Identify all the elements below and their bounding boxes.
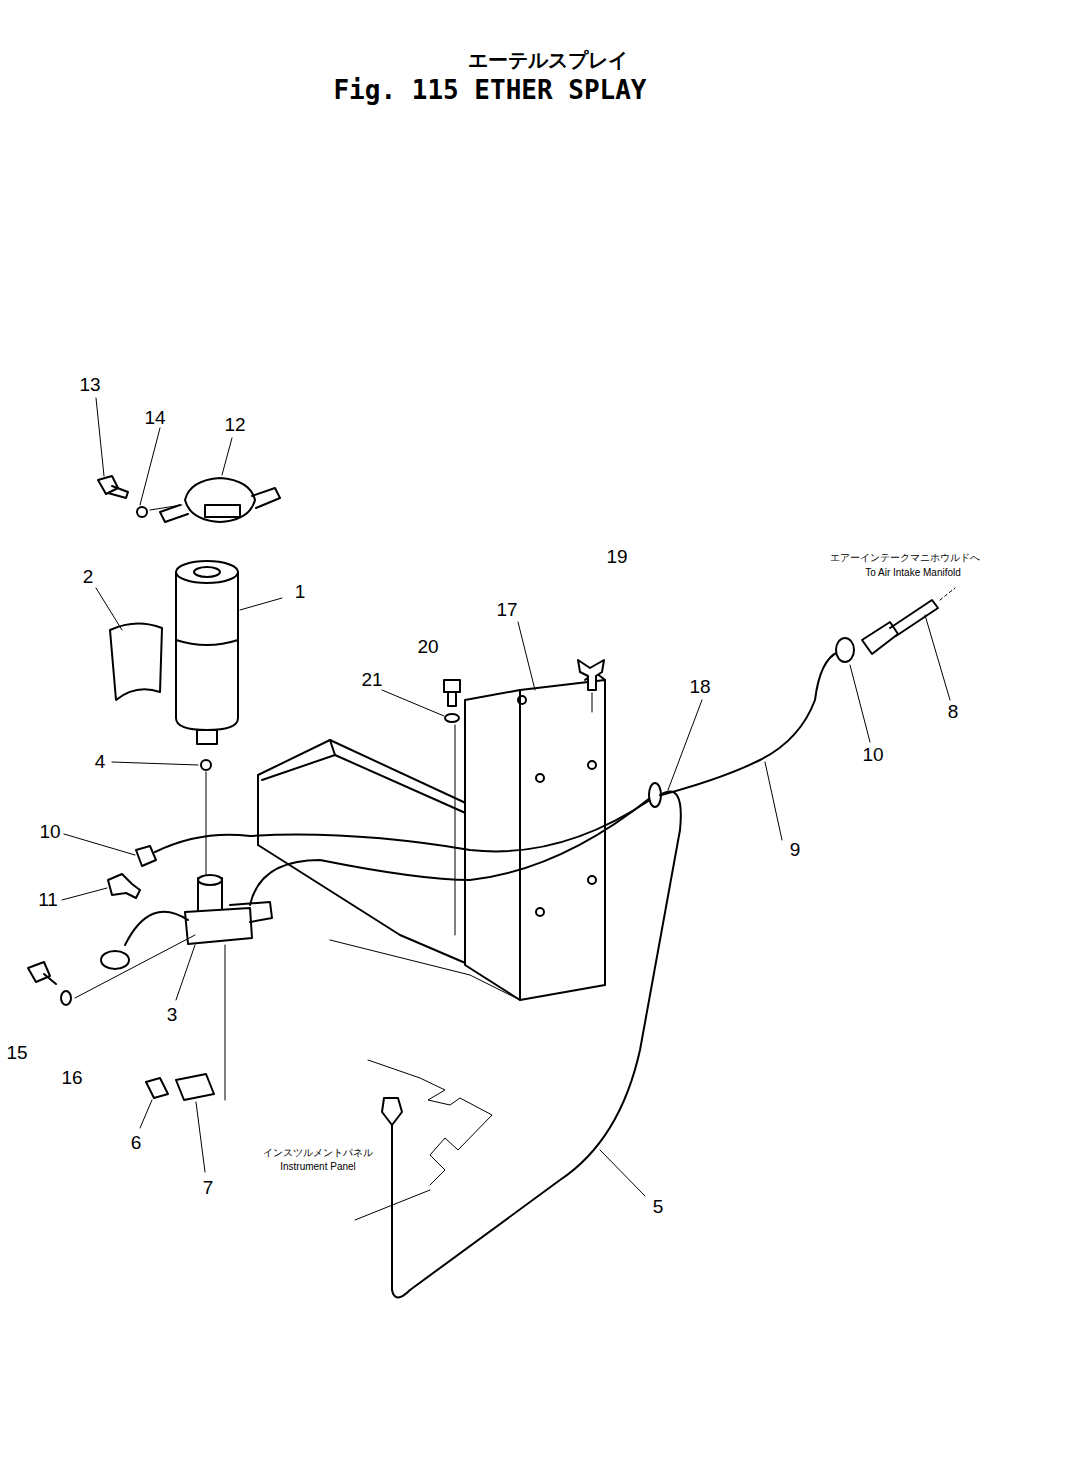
washer: [201, 760, 211, 770]
callout-number: 15: [6, 1043, 27, 1064]
washer: [137, 507, 147, 517]
tube: [155, 800, 650, 852]
wing-nut: [578, 660, 604, 712]
callout-number: 1: [295, 582, 306, 603]
callout-number: 14: [144, 408, 165, 429]
tube: [250, 652, 838, 905]
callout-number: 21: [361, 670, 382, 691]
break-line: [368, 1060, 492, 1185]
callout-number: 10: [862, 745, 883, 766]
callout-number: 2: [83, 567, 94, 588]
callout-number: 16: [61, 1068, 82, 1089]
bolt: [28, 962, 50, 982]
callout-number: 3: [167, 1005, 178, 1026]
figure-title: Fig. 115 ETHER SPLAY: [333, 76, 646, 105]
nut: [136, 846, 156, 866]
clamp: [160, 478, 280, 522]
callout-number: 5: [653, 1197, 664, 1218]
callout-number: 10: [39, 822, 60, 843]
callout-number: 11: [38, 890, 58, 911]
fitting: [382, 1098, 402, 1125]
callout-number: 8: [948, 702, 959, 723]
solenoid-valve: [75, 875, 272, 1100]
callout-number: 9: [790, 840, 801, 861]
note-label: エアーインテークマニホウルドへ: [830, 552, 980, 563]
fitting: [146, 1078, 168, 1098]
callout-number: 6: [131, 1133, 142, 1154]
tube: [392, 792, 681, 1298]
nut: [836, 638, 854, 662]
callout-number: 7: [203, 1178, 214, 1199]
bracket: [258, 672, 605, 1000]
bolt: [98, 476, 128, 498]
bolt: [444, 680, 460, 935]
note-label: Instrument Panel: [280, 1161, 356, 1172]
washer: [61, 991, 71, 1005]
strip: [110, 623, 162, 700]
leader-lines: [62, 398, 950, 1196]
callout-number: 17: [496, 600, 517, 621]
note-label: エーテルスプレイ: [468, 49, 628, 71]
ether-canister: [176, 561, 238, 744]
connector: [176, 1074, 214, 1100]
note-label: インスツルメントパネル: [263, 1147, 373, 1158]
callout-number: 4: [95, 752, 106, 773]
elbow: [108, 874, 140, 898]
callout-number: 13: [79, 375, 100, 396]
callout-number: 18: [689, 677, 710, 698]
callout-number: 12: [224, 415, 245, 436]
callout-number: 19: [606, 547, 627, 568]
note-label: To Air Intake Manifold: [865, 567, 961, 578]
callout-number: 20: [417, 637, 438, 658]
